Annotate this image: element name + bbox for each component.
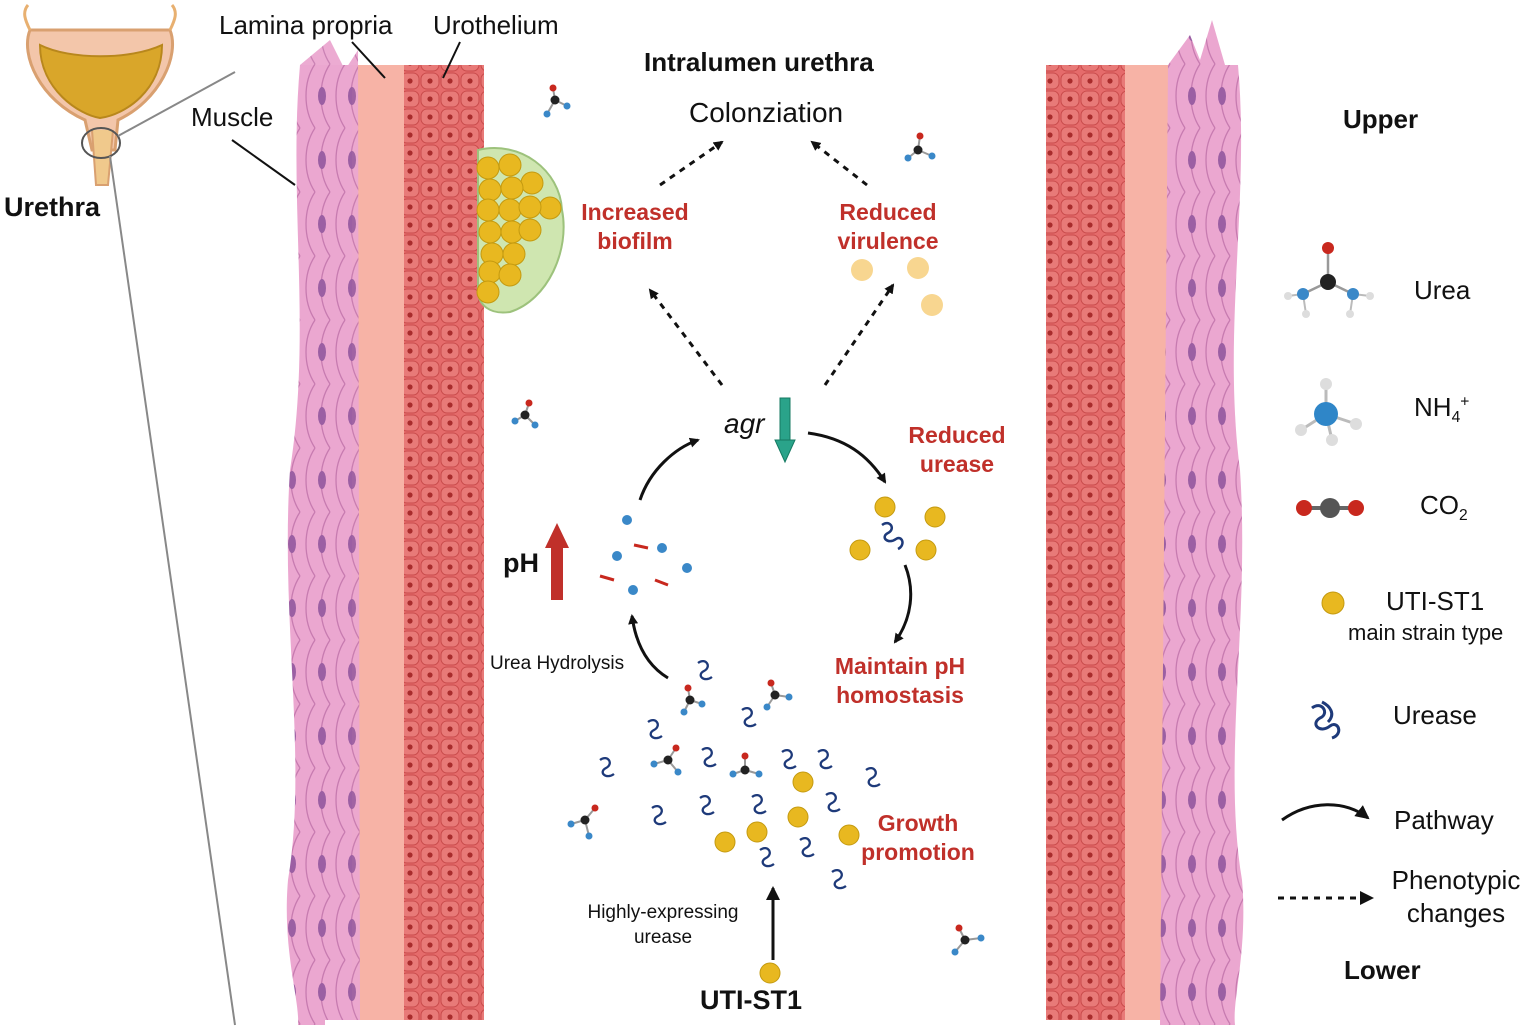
- virulence-bacteria: [851, 257, 943, 316]
- intralumen-title: Intralumen urethra: [644, 47, 874, 77]
- legend-pathway: Pathway: [1394, 805, 1494, 835]
- muscle-label: Muscle: [191, 102, 274, 132]
- urethra-label: Urethra: [4, 192, 101, 222]
- urothelium-left: [404, 65, 484, 1020]
- legend-urease: Urease: [1393, 700, 1477, 730]
- upper-label: Upper: [1343, 104, 1419, 134]
- urea-hydrolysis-label: Urea Hydrolysis: [490, 653, 625, 674]
- left-wall: [286, 40, 484, 1025]
- lower-label: Lower: [1344, 955, 1421, 985]
- legend-urea: Urea: [1414, 275, 1471, 305]
- uti-st1-label: UTI-ST1: [700, 985, 803, 1015]
- bladder-icon: [23, 4, 236, 1026]
- right-wall: [1046, 20, 1244, 1025]
- lamina-propria-label: Lamina propria: [219, 10, 393, 40]
- legend-main-strain: main strain type: [1348, 620, 1504, 645]
- legend-co2: CO2: [1420, 490, 1468, 525]
- muscle-layer-right: [1160, 20, 1244, 1025]
- urothelium-right: [1046, 65, 1126, 1020]
- lamina-propria-left: [352, 65, 404, 1020]
- legend-nh4: NH4+: [1414, 392, 1470, 427]
- agr-down-arrow: [774, 397, 796, 464]
- colonization-label: Colonziation: [689, 97, 844, 128]
- legend-icons: [1278, 242, 1374, 905]
- pathway-arrows: [628, 431, 913, 960]
- label-lines: [231, 41, 461, 186]
- ph-label: pH: [503, 548, 539, 578]
- legend-uti-st1: UTI-ST1: [1386, 586, 1485, 616]
- growth-cluster: [599, 660, 881, 984]
- urea-molecules: [511, 84, 985, 956]
- ph-up-arrow: [545, 523, 569, 600]
- hydrolysis-products: [599, 515, 692, 595]
- biofilm-cluster: [476, 147, 565, 314]
- agr-label: agr: [724, 408, 765, 439]
- urothelium-label: Urothelium: [433, 10, 559, 40]
- reduced-urease-group: [849, 496, 946, 561]
- phenotypic-arrows: [648, 140, 895, 386]
